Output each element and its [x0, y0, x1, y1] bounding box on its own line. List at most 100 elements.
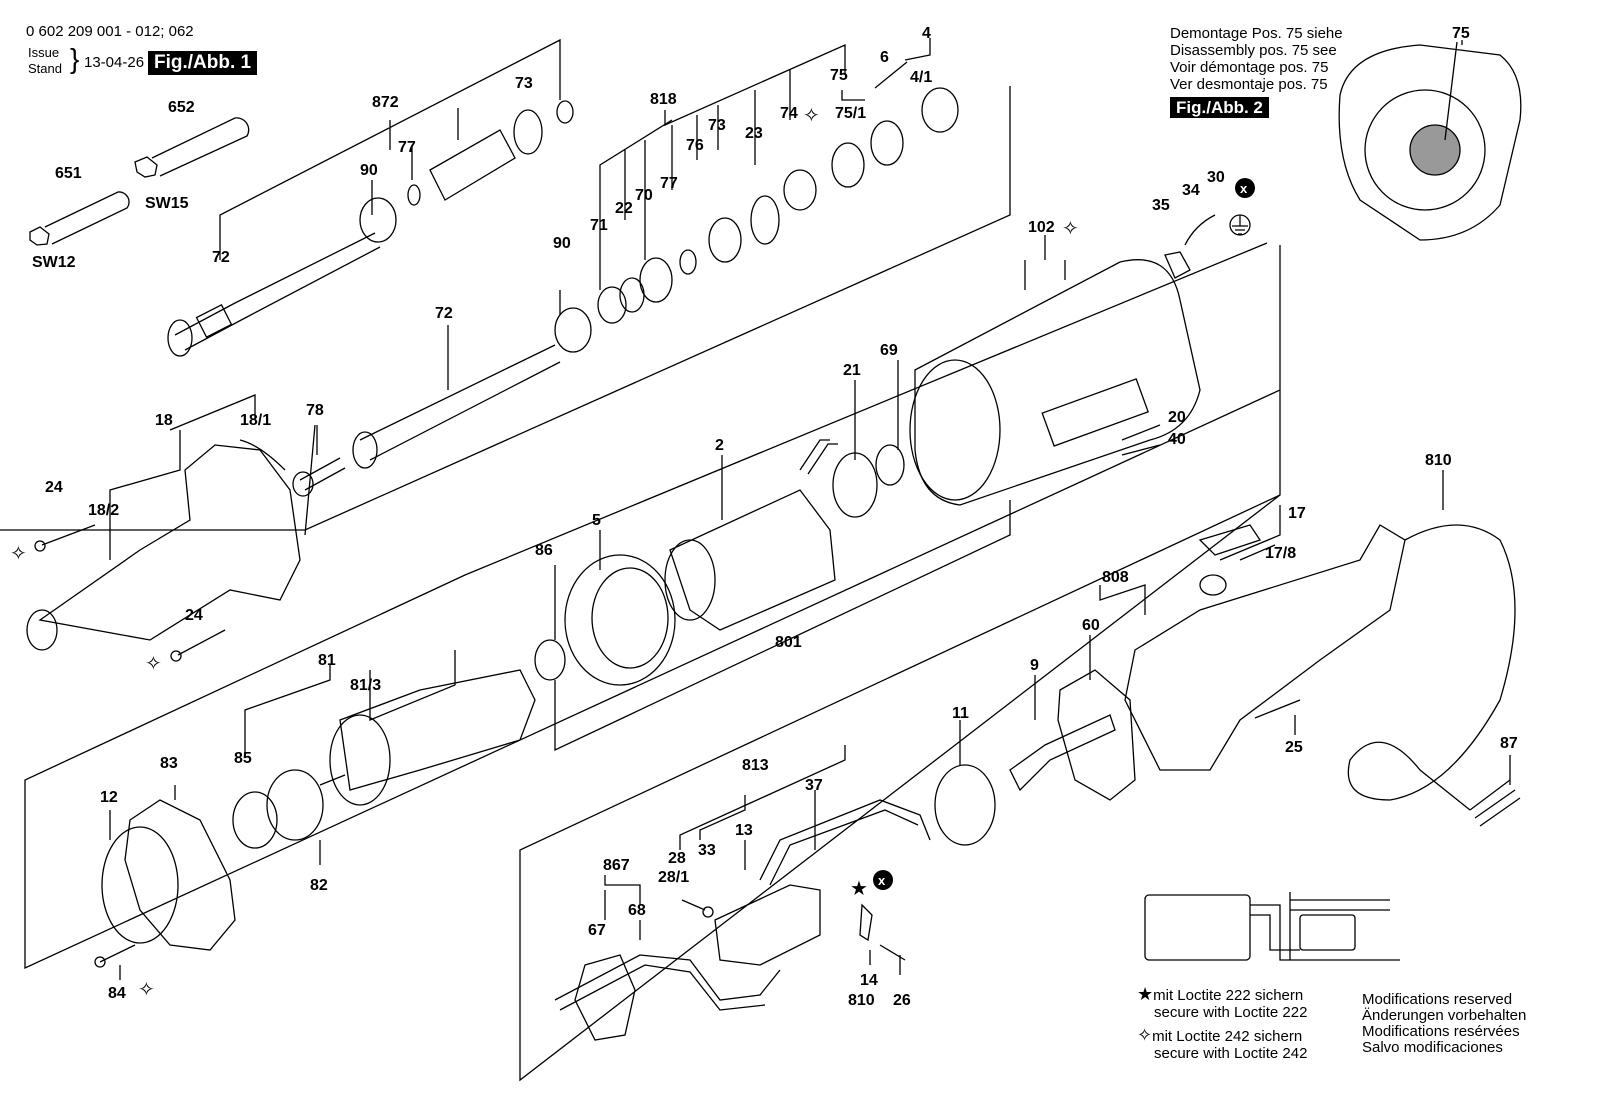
thread-drawing — [195, 303, 233, 339]
screw-26-drawing — [879, 944, 906, 961]
part-label: 40 — [1168, 431, 1186, 448]
part-label: 81/3 — [350, 677, 381, 694]
star-outline-icon: ✧ — [803, 105, 820, 127]
part-label: 102 — [1028, 219, 1055, 236]
sleeve-drawing — [429, 129, 516, 201]
part-label: 24 — [45, 479, 63, 496]
leader-lines — [109, 38, 1511, 980]
part-label: 75 — [1452, 25, 1470, 42]
flange-751-drawing — [831, 142, 865, 188]
part-label: SW15 — [145, 195, 189, 212]
part-label: 75 — [830, 67, 848, 84]
part-label: 76 — [686, 137, 704, 154]
part-label: 67 — [588, 922, 606, 939]
modifications-note: Modifications reserved Änderungen vorbeh… — [1362, 992, 1526, 1056]
star-outline-icon: ✧ — [145, 653, 162, 675]
part-label: 813 — [742, 757, 769, 774]
part-label: 30 — [1207, 169, 1225, 186]
fig1-badge: Fig./Abb. 1 — [148, 51, 258, 75]
bearing-90-top-drawing — [359, 197, 397, 243]
stator-end-drawing — [664, 539, 716, 621]
oring-69-drawing — [875, 444, 905, 486]
mod-line: Modifications reserved — [1362, 991, 1513, 1008]
fan-ring-inner-drawing — [591, 567, 669, 669]
wires-drawing — [799, 439, 838, 475]
spindle-72-mid-drawing — [359, 344, 561, 461]
part-label: 22 — [615, 200, 633, 217]
cable-lead-drawing — [554, 954, 781, 1011]
x-marker-icon-glyph: x — [878, 873, 886, 888]
lead-wires-drawing — [759, 799, 931, 886]
part-label: 84 — [108, 985, 126, 1002]
part-label: 87 — [1500, 735, 1518, 752]
shaft-drawing — [319, 774, 346, 786]
legend-242-de: mit Loctite 242 sichern — [1152, 1028, 1303, 1045]
stand-label: Stand — [28, 61, 62, 76]
clip-14-drawing — [859, 903, 873, 942]
x-marker-icon — [873, 870, 893, 890]
note-line: Demontage Pos. 75 siehe — [1170, 25, 1343, 42]
clamp-67-drawing — [574, 954, 636, 1041]
part-label: 11 — [952, 705, 969, 722]
mod-line: Modifications resérvées — [1362, 1023, 1520, 1040]
part-label: 28/1 — [658, 869, 689, 886]
part-label: 17 — [1288, 505, 1306, 522]
part-label: 81 — [318, 652, 336, 669]
screw-24-bottom-head — [170, 650, 182, 662]
note-line: Disassembly pos. 75 see — [1170, 42, 1337, 59]
bearing-76-drawing — [708, 217, 742, 263]
part-label: 69 — [880, 342, 898, 359]
bearing-90-mid-drawing — [554, 307, 592, 353]
part-label: 72 — [212, 249, 230, 266]
part-label: 73 — [515, 75, 533, 92]
part-label: 86 — [535, 542, 553, 559]
legend-222-de: mit Loctite 222 sichern — [1153, 987, 1304, 1004]
part-label: 810 — [848, 992, 875, 1009]
part-label: 2 — [715, 437, 724, 454]
screw-25-drawing — [1254, 699, 1301, 719]
terminal-block-drawing — [714, 884, 821, 966]
ring-77-top-drawing — [407, 184, 421, 206]
schematic-switch-drawing — [1299, 914, 1356, 951]
mod-line: Änderungen vorbehalten — [1362, 1007, 1527, 1024]
disassembly-note: Demontage Pos. 75 siehe Disassembly pos.… — [1170, 25, 1343, 93]
part-label: 74 — [780, 105, 798, 122]
collet-78-drawing — [299, 457, 346, 491]
oring-12-drawing — [101, 826, 179, 944]
star-filled-icon: ★ — [850, 878, 868, 900]
screw-84-drawing — [99, 944, 136, 963]
note-line: Voir démontage pos. 75 — [1170, 59, 1329, 76]
end-shield-83-drawing — [124, 799, 236, 951]
ring-178-drawing — [1199, 574, 1227, 596]
handle-housing-drawing — [1124, 524, 1406, 771]
seal-21-drawing — [832, 452, 878, 518]
armature-81-drawing — [339, 669, 536, 791]
part-label: 18/1 — [240, 412, 271, 429]
screw-84-head — [94, 956, 106, 968]
part-label: 867 — [603, 857, 630, 874]
part-label: 60 — [1082, 617, 1100, 634]
flange-4-drawing — [921, 87, 959, 133]
housing-bore-drawing — [909, 359, 1001, 501]
bearing-70-drawing — [639, 257, 673, 303]
brace: } — [70, 43, 80, 74]
part-label: 4/1 — [910, 69, 932, 86]
star-outline-icon: ✧ — [1062, 218, 1079, 240]
legend-242-en: secure with Loctite 242 — [1154, 1045, 1308, 1062]
panel-bottom — [519, 390, 1281, 1082]
part-label: 85 — [234, 750, 252, 767]
earth-icon-lines — [1232, 215, 1248, 235]
part-label: 28 — [668, 850, 686, 867]
screw-24-top-head — [34, 540, 46, 552]
part-label: 33 — [698, 842, 716, 859]
issue-label: Issue — [28, 45, 60, 60]
bearing-85-drawing — [232, 791, 278, 849]
part-label: 5 — [592, 512, 601, 529]
part-label: 75/1 — [835, 105, 866, 122]
part-label: 818 — [650, 91, 677, 108]
flange-82-drawing — [266, 769, 324, 841]
doc-number: 0 602 209 001 - 012; 062 — [26, 23, 194, 40]
end-shield-fig2-center — [1409, 124, 1461, 176]
bearing-86-drawing — [534, 639, 566, 681]
